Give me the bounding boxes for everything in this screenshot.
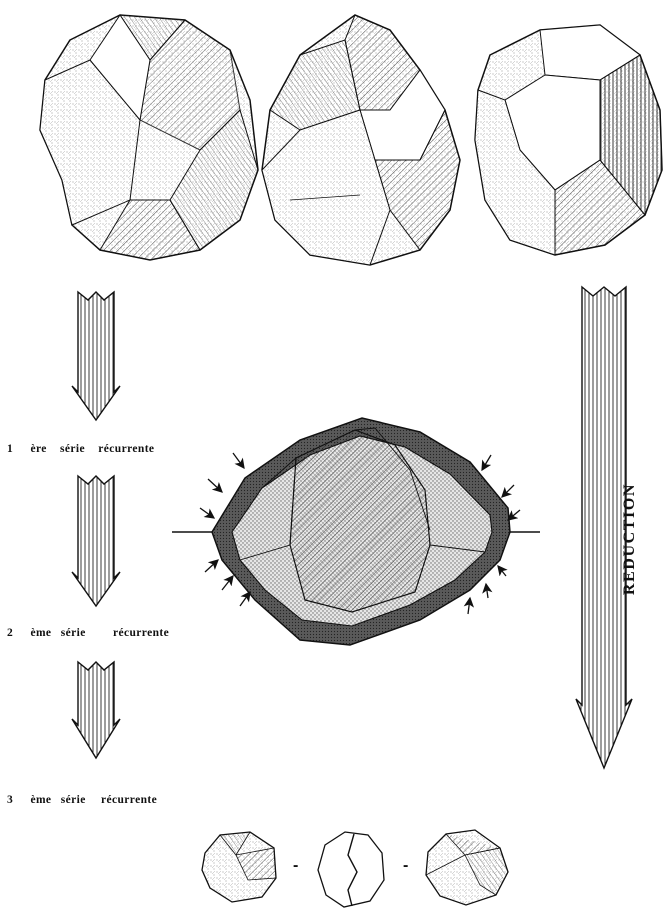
series-label-2: 2 ème série récurrente bbox=[7, 627, 169, 639]
series-3-recurrent: récurrente bbox=[101, 794, 157, 806]
series-2-word: série bbox=[61, 627, 86, 639]
step-arrow-1 bbox=[72, 292, 120, 420]
series-2-recurrent: récurrente bbox=[113, 627, 169, 639]
step-arrow-3 bbox=[72, 662, 120, 758]
separator-dash-1: - bbox=[293, 857, 298, 875]
core-drawing-left bbox=[40, 15, 258, 260]
series-3-suffix: ème bbox=[30, 794, 51, 806]
core-drawing-center bbox=[262, 15, 460, 265]
exhausted-core-left bbox=[202, 832, 276, 902]
series-label-3: 3 ème série récurrente bbox=[7, 794, 157, 806]
series-1-recurrent: récurrente bbox=[98, 443, 154, 455]
separator-dash-2: - bbox=[403, 857, 408, 875]
exhausted-core-profile bbox=[318, 832, 384, 907]
exhausted-core-right bbox=[426, 830, 508, 905]
reduction-label: REDUCTION bbox=[621, 483, 639, 595]
series-label-1: 1 ère série récurrente bbox=[7, 443, 154, 455]
series-1-number: 1 bbox=[7, 443, 13, 455]
core-drawing-right bbox=[475, 25, 662, 255]
series-1-word: série bbox=[60, 443, 85, 455]
series-2-suffix: ème bbox=[30, 627, 51, 639]
series-3-word: série bbox=[61, 794, 86, 806]
reduction-label-wrap: REDUCTION bbox=[580, 449, 672, 629]
core-section-diagram bbox=[172, 418, 540, 645]
series-1-suffix: ère bbox=[30, 443, 46, 455]
series-2-number: 2 bbox=[7, 627, 13, 639]
series-3-number: 3 bbox=[7, 794, 13, 806]
step-arrow-2 bbox=[72, 476, 120, 606]
